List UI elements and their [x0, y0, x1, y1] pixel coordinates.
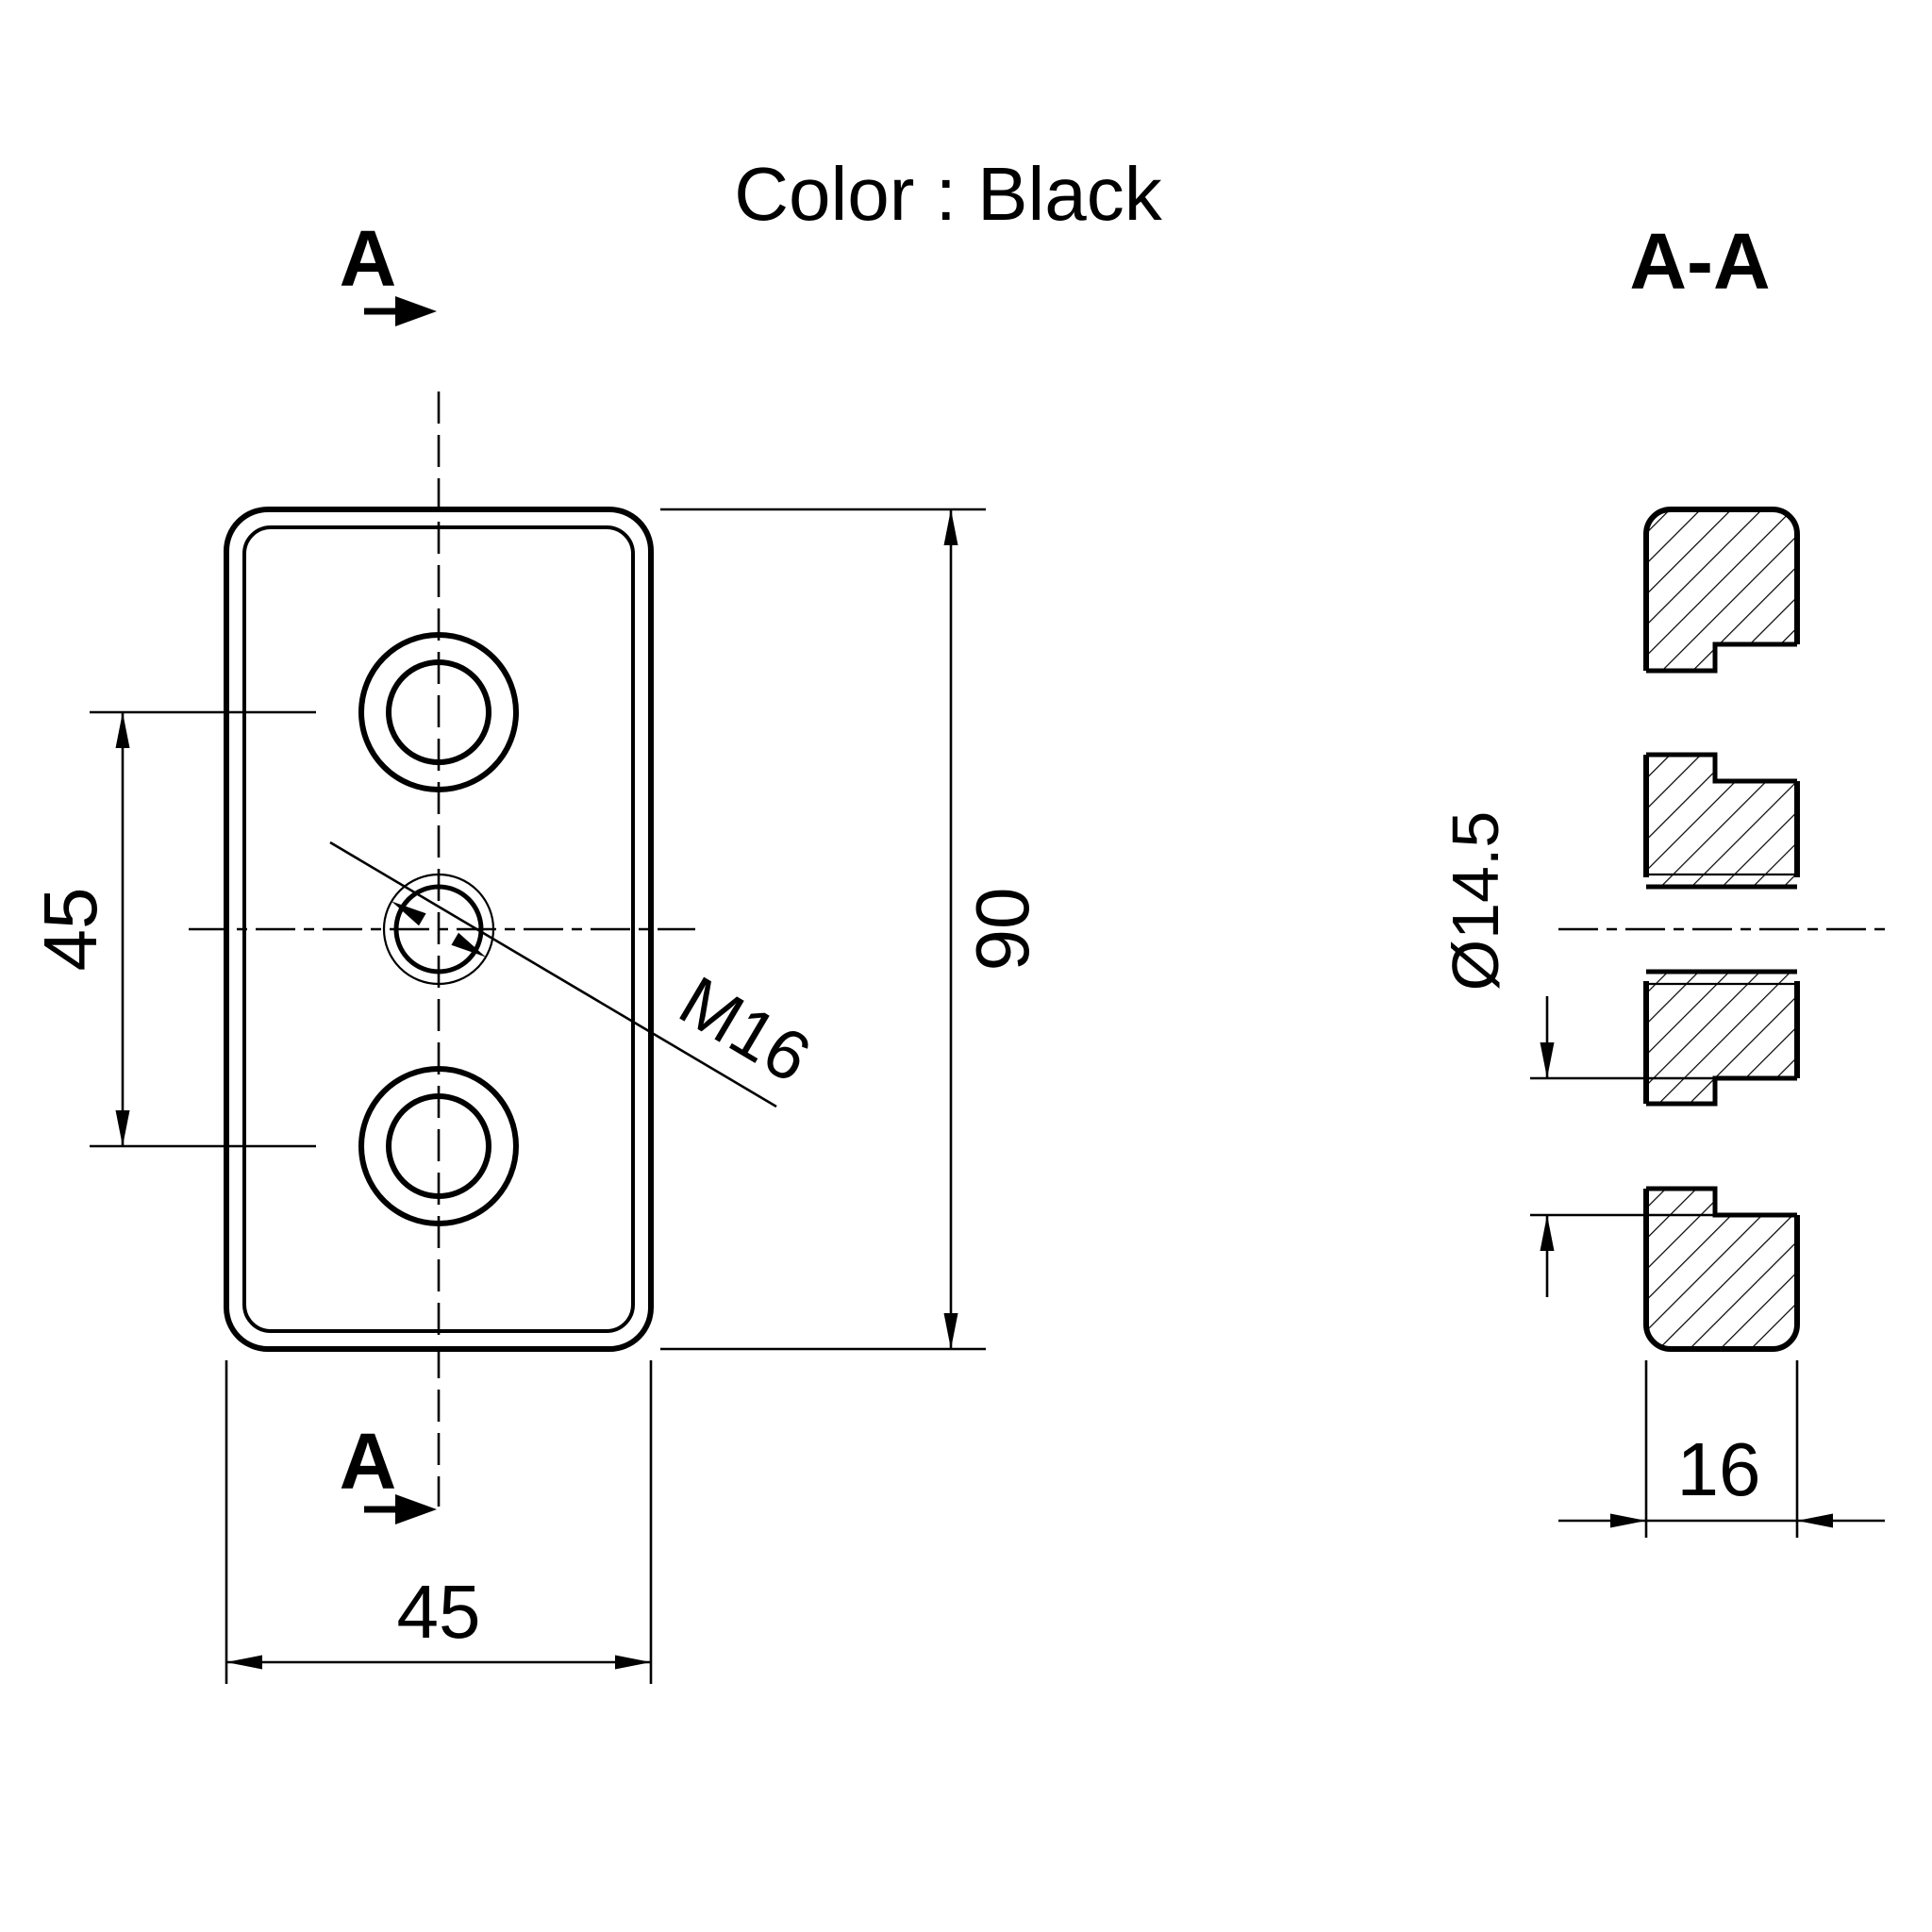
counterbore-hole-bottom-outer	[358, 1066, 519, 1226]
section-cut-label-bottom: A	[340, 1417, 397, 1506]
dim-plate-width: 45	[397, 1570, 481, 1654]
dim-plate-height: 90	[960, 888, 1044, 972]
arrowhead-left	[1797, 1513, 1833, 1528]
dim-hole-spacing: 45	[28, 888, 112, 972]
arrowhead-down	[943, 1313, 958, 1349]
section-view-label: A-A	[1629, 217, 1770, 306]
dim-plate-thickness: 16	[1677, 1427, 1761, 1511]
arrowhead-right	[1610, 1513, 1646, 1528]
section-cut-arrowhead-top	[395, 296, 437, 326]
arrowhead-right	[615, 1655, 651, 1670]
arrowhead-up	[1540, 1215, 1555, 1251]
center-tapped-hole	[393, 884, 484, 974]
dim-counterbore-diameter: Ø14.5	[1439, 811, 1512, 991]
thread-callout-label: M16	[667, 961, 824, 1098]
arrowhead-left	[226, 1655, 262, 1670]
counterbore-hole-top-outer	[358, 632, 519, 792]
drawing-title: Color : Black	[734, 152, 1162, 236]
counterbore-hole-top-inner	[386, 659, 491, 765]
section-view: Ø14.5 16	[1439, 507, 1885, 1538]
counterbore-hole-bottom-inner	[386, 1093, 491, 1199]
center-thread-circle	[382, 873, 495, 986]
front-view-dimensions: 45 90 45	[28, 508, 1044, 1684]
leader-arrowhead-lower	[451, 932, 486, 958]
plate-outline-inner	[242, 525, 635, 1333]
section-outline	[1643, 507, 1800, 1352]
thread-callout-leader	[329, 841, 777, 1108]
section-counterbore-bottom	[1646, 1075, 1797, 1218]
plate-outline-outer	[224, 507, 654, 1352]
section-counterbore-top	[1646, 641, 1797, 784]
arrowhead-down	[115, 1110, 130, 1146]
section-cut-arrowhead-bottom	[395, 1494, 437, 1524]
leader-arrowhead-upper	[391, 901, 426, 926]
front-view: M16 A A	[189, 214, 824, 1524]
arrowhead-up	[115, 712, 130, 748]
section-hatch-fill	[1646, 509, 1797, 1349]
arrowhead-down	[1540, 1042, 1555, 1078]
section-cut-label-top: A	[340, 214, 397, 303]
arrowhead-up	[943, 509, 958, 545]
